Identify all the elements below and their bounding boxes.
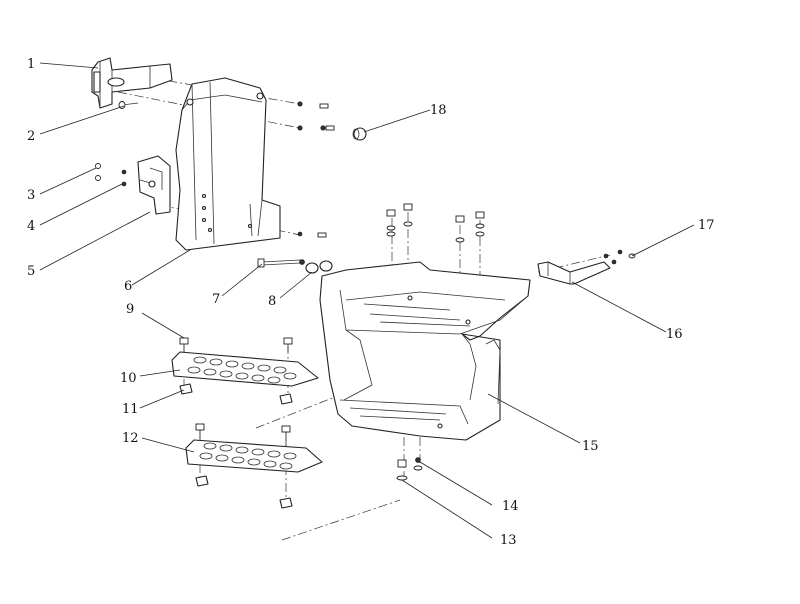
callout-14: 14 xyxy=(502,499,519,514)
callout-1: 1 xyxy=(27,57,35,72)
part-16-side-bracket xyxy=(537,261,611,285)
housing-top-bolts xyxy=(386,203,485,243)
callout-8: 8 xyxy=(268,294,276,309)
part-4-corner-bracket xyxy=(95,155,171,215)
callout-9: 9 xyxy=(126,302,134,317)
part-13-14-lower-hardware xyxy=(396,457,423,481)
part-12-lower-tread xyxy=(185,423,323,509)
callout-10: 10 xyxy=(120,371,137,386)
part-2-bolt xyxy=(118,101,139,109)
callout-6: 6 xyxy=(124,279,132,294)
part-1-upper-bracket xyxy=(91,57,173,109)
callout-5: 5 xyxy=(27,264,35,279)
panel-lower-bolts xyxy=(297,231,327,238)
callout-3: 3 xyxy=(27,188,35,203)
part-6-side-panel xyxy=(175,77,281,251)
callout-4: 4 xyxy=(27,219,35,234)
part-8-bushings xyxy=(305,260,333,274)
callout-labels: 1 2 3 4 5 6 7 8 9 10 11 12 13 14 15 16 1… xyxy=(27,57,715,548)
part-15-step-housing xyxy=(319,261,531,441)
part-11-clips xyxy=(179,383,293,405)
part-9-tread-bolts xyxy=(179,337,293,352)
part-17-screws xyxy=(603,249,636,265)
callout-2: 2 xyxy=(27,129,35,144)
callout-7: 7 xyxy=(212,292,220,307)
callout-11: 11 xyxy=(122,402,139,417)
callout-12: 12 xyxy=(122,431,139,446)
part-10-upper-tread xyxy=(171,351,319,387)
callout-18: 18 xyxy=(430,103,447,118)
callout-17: 17 xyxy=(698,218,715,233)
part-7-long-bolt xyxy=(257,258,305,268)
callout-13: 13 xyxy=(500,533,517,548)
leader-lines xyxy=(39,62,695,539)
part-18-cap-hardware xyxy=(297,101,367,141)
callout-16: 16 xyxy=(666,327,683,342)
callout-15: 15 xyxy=(582,439,599,454)
